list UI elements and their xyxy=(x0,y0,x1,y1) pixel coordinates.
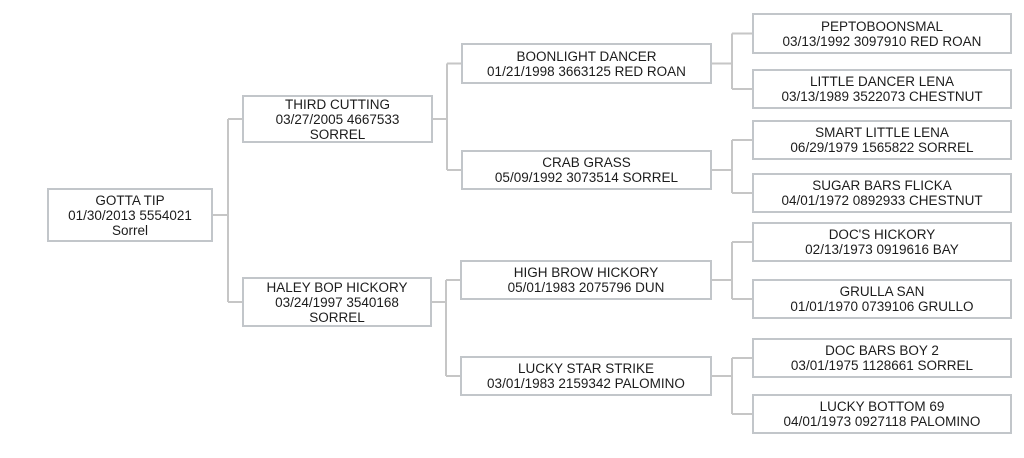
horse-color: SORREL xyxy=(309,126,366,142)
horse-details: 03/01/1983 2159342 PALOMINO xyxy=(487,376,685,391)
horse-details: 01/30/2013 5554021 xyxy=(68,207,192,223)
horse-name: CRAB GRASS xyxy=(542,155,631,170)
connector xyxy=(712,241,752,300)
horse-color: Sorrel xyxy=(111,222,148,238)
horse-details: 03/13/1992 3097910 RED ROAN xyxy=(782,33,982,49)
horse-details: 02/13/1973 0919616 BAY xyxy=(805,242,959,257)
horse-name: DOC'S HICKORY xyxy=(828,227,936,242)
connector xyxy=(433,62,461,171)
node-docs-hickory: DOC'S HICKORY 02/13/1973 0919616 BAY xyxy=(752,222,1012,262)
horse-name: SUGAR BARS FLICKA xyxy=(812,178,952,193)
horse-name: BOONLIGHT DANCER xyxy=(516,48,657,64)
horse-name: GRULLA SAN xyxy=(839,284,925,299)
horse-name: LUCKY BOTTOM 69 xyxy=(819,399,945,414)
node-haley-bop-hickory: HALEY BOP HICKORY 03/24/1997 3540168 SOR… xyxy=(242,277,432,327)
node-lucky-bottom-69: LUCKY BOTTOM 69 04/01/1973 0927118 PALOM… xyxy=(752,394,1012,434)
horse-details: 05/09/1992 3073514 SORREL xyxy=(494,170,679,185)
horse-details: 06/29/1979 1565822 SORREL xyxy=(790,140,974,155)
horse-name: LUCKY STAR STRIKE xyxy=(517,361,655,376)
horse-details: 03/24/1997 3540168 xyxy=(275,294,399,310)
node-lucky-star-strike: LUCKY STAR STRIKE 03/01/1983 2159342 PAL… xyxy=(460,356,712,396)
horse-details: 03/13/1989 3522073 CHESTNUT xyxy=(781,89,983,104)
horse-name: HIGH BROW HICKORY xyxy=(513,265,659,280)
horse-details: 04/01/1973 0927118 PALOMINO xyxy=(783,414,981,429)
horse-name: DOC BARS BOY 2 xyxy=(825,343,939,358)
horse-name: LITTLE DANCER LENA xyxy=(809,74,955,89)
node-doc-bars-boy-2: DOC BARS BOY 2 03/01/1975 1128661 SORREL xyxy=(752,338,1012,378)
horse-details: 04/01/1972 0892933 CHESTNUT xyxy=(781,193,983,208)
node-third-cutting: THIRD CUTTING 03/27/2005 4667533 SORREL xyxy=(242,95,433,143)
node-high-brow-hickory: HIGH BROW HICKORY 05/01/1983 2075796 DUN xyxy=(460,260,712,300)
horse-details: 03/01/1975 1128661 SORREL xyxy=(790,358,974,373)
node-peptoboonsmal: PEPTOBOONSMAL 03/13/1992 3097910 RED ROA… xyxy=(752,13,1012,54)
horse-details: 05/01/1983 2075796 DUN xyxy=(507,280,665,295)
horse-name: SMART LITTLE LENA xyxy=(815,125,949,140)
connector xyxy=(712,139,752,194)
node-little-dancer-lena: LITTLE DANCER LENA 03/13/1989 3522073 CH… xyxy=(752,69,1012,109)
node-smart-little-lena: SMART LITTLE LENA 06/29/1979 1565822 SOR… xyxy=(752,120,1012,160)
horse-name: THIRD CUTTING xyxy=(285,96,390,112)
node-boonlight-dancer: BOONLIGHT DANCER 01/21/1998 3663125 RED … xyxy=(461,43,712,84)
node-sugar-bars-flicka: SUGAR BARS FLICKA 04/01/1972 0892933 CHE… xyxy=(752,173,1012,213)
connector xyxy=(712,32,752,90)
node-crab-grass: CRAB GRASS 05/09/1992 3073514 SORREL xyxy=(461,150,712,190)
horse-details: 01/21/1998 3663125 RED ROAN xyxy=(487,63,686,79)
horse-name: GOTTA TIP xyxy=(95,192,165,208)
horse-color: SORREL xyxy=(309,309,365,325)
connector xyxy=(712,357,752,415)
horse-details: 03/27/2005 4667533 xyxy=(275,111,400,127)
node-gotta-tip: GOTTA TIP 01/30/2013 5554021 Sorrel xyxy=(47,188,213,242)
horse-details: 01/01/1970 0739106 GRULLO xyxy=(790,299,974,314)
horse-name: PEPTOBOONSMAL xyxy=(820,18,944,34)
horse-name: HALEY BOP HICKORY xyxy=(266,279,408,295)
node-grulla-san: GRULLA SAN 01/01/1970 0739106 GRULLO xyxy=(752,279,1012,319)
connector xyxy=(432,279,460,377)
connector xyxy=(213,118,242,303)
